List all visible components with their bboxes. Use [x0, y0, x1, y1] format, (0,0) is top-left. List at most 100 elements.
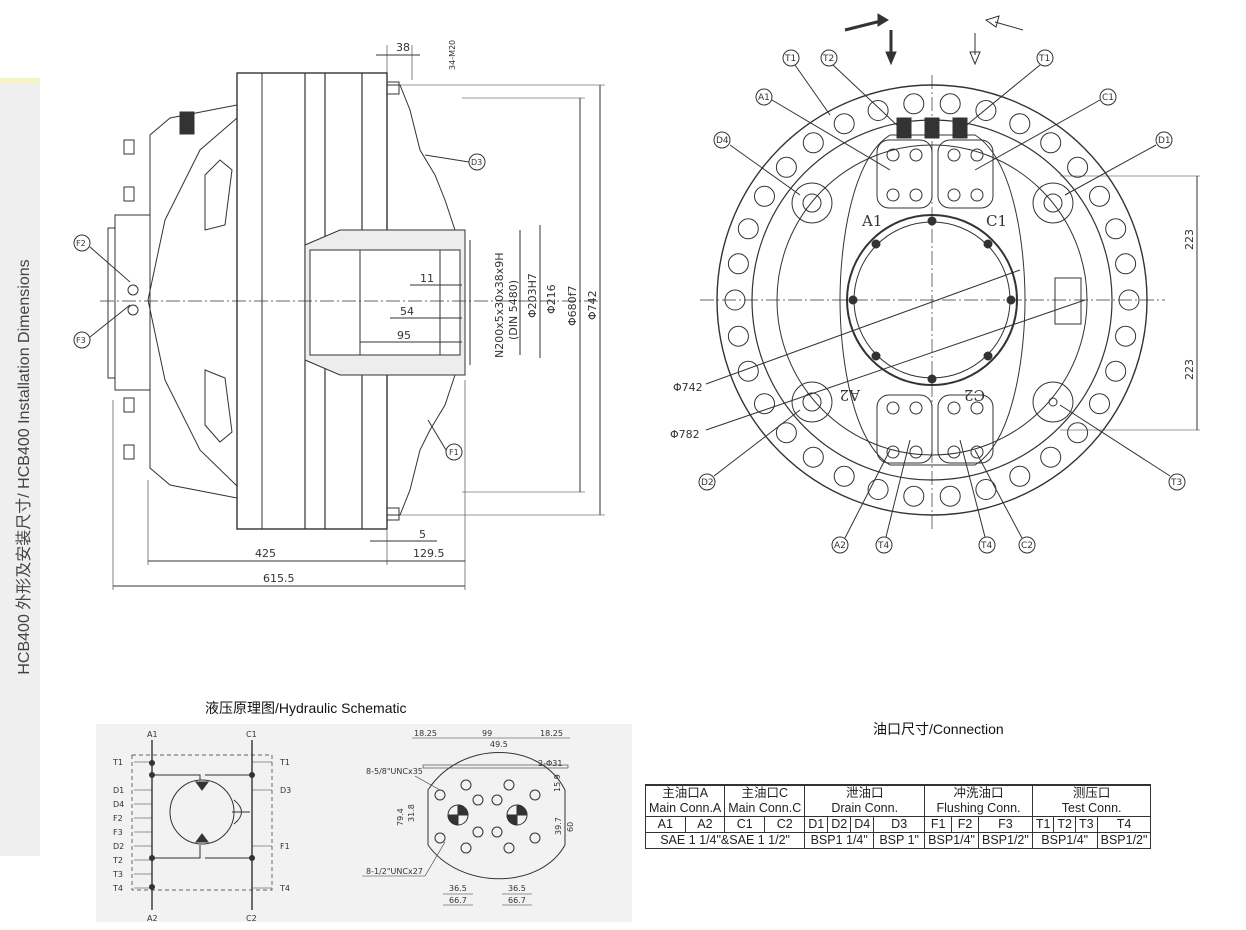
schem-left-port-label: D2 — [113, 842, 124, 851]
schem-c1-label: C1 — [246, 730, 257, 739]
value-main: SAE 1 1/4"&SAE 1 1/2" — [644, 832, 806, 849]
inner-bolt-hole — [848, 295, 858, 305]
inner-bolt-hole — [983, 239, 993, 249]
mount-bolt-hole — [737, 218, 759, 240]
value-drain-b: BSP 1" — [873, 832, 926, 849]
flange-bolt-hole — [491, 794, 503, 806]
dim-din: (DIN 5480) — [507, 280, 520, 340]
value-test-b: BSP1/2" — [1096, 832, 1152, 849]
port-c2-label: C2 — [1021, 541, 1033, 551]
flange-bolt-hole — [460, 779, 472, 791]
schem-left-port-label: D1 — [113, 786, 124, 795]
face-label-a2: A2 — [840, 386, 861, 404]
port-header: T3 — [1075, 816, 1098, 833]
schem-left-port-label: T2 — [112, 856, 123, 865]
schem-right-port-label: T4 — [279, 884, 290, 893]
inner-bolt-hole — [871, 239, 881, 249]
port-header: D4 — [850, 816, 875, 833]
flange-bolt-hole — [491, 826, 503, 838]
dim-782-front: Φ782 — [670, 428, 700, 441]
mount-bolt-hole — [1067, 156, 1089, 178]
flange-bolt-hole — [503, 779, 515, 791]
mount-bolt-hole — [867, 479, 889, 500]
dim-54: 54 — [400, 305, 414, 318]
fl-dim-18-25b: 18.25 — [540, 729, 563, 738]
schem-left-port-label: F2 — [113, 814, 123, 823]
schem-left-port-label: F3 — [113, 828, 123, 837]
port-a1-label: A1 — [758, 93, 770, 103]
mount-bolt-hole — [724, 289, 746, 311]
mount-bolt-hole — [975, 100, 997, 121]
fl-dim-15-9: 15.9 — [553, 774, 562, 792]
dim-223-top: 223 — [1183, 229, 1196, 250]
port-d4-label: D4 — [716, 136, 729, 146]
schem-right-port-label: F1 — [280, 842, 290, 851]
schem-left-port-label: T3 — [112, 870, 123, 879]
fl-dim-99: 99 — [482, 729, 492, 738]
mount-bolt-hole — [939, 485, 961, 507]
mount-bolt-hole — [1105, 360, 1127, 382]
face-label-a1: A1 — [861, 212, 882, 230]
port-f1-label: F1 — [449, 448, 459, 457]
port-header: C2 — [764, 816, 806, 833]
port-d2-label: D2 — [701, 478, 714, 488]
dim-615-5: 615.5 — [263, 572, 295, 585]
side-title-bar — [0, 78, 40, 856]
port-header: F1 — [924, 816, 953, 833]
value-row: SAE 1 1/4"&SAE 1 1/2" BSP1 1/4" BSP 1" B… — [644, 832, 1152, 849]
fl-dim-31-8: 31.8 — [407, 804, 416, 822]
dim-5: 5 — [419, 528, 426, 541]
schem-a2-label: A2 — [147, 914, 158, 923]
mount-bolt-hole — [833, 465, 855, 487]
mount-bolt-hole — [754, 185, 775, 207]
group-cn: 主油口A — [644, 784, 726, 801]
group-cn: 冲洗油口 — [924, 784, 1033, 801]
dim-680: Φ680f7 — [566, 285, 579, 326]
port-header: T1 — [1031, 816, 1055, 833]
dim-203: Φ203H7 — [526, 273, 539, 318]
mount-bolt-hole — [1089, 185, 1110, 207]
fl-holes-bottom: 8-1/2"UNCx27 — [366, 867, 423, 876]
port-a2-label: A2 — [834, 541, 846, 551]
connection-title: 油口尺寸/Connection — [873, 721, 1004, 737]
schem-left-port-label: T4 — [112, 884, 123, 893]
dim-742: Φ742 — [586, 290, 599, 320]
connection-table: 主油口A 主油口C 泄油口 冲洗油口 测压口 Main Conn.A Main … — [644, 784, 1152, 849]
dim-425: 425 — [255, 547, 276, 560]
port-f3-label: F3 — [76, 336, 86, 345]
flange-bolt-hole — [472, 794, 484, 806]
dim-95: 95 — [397, 329, 411, 342]
mount-bolt-hole — [1115, 325, 1137, 347]
fl-dim-66-7b: 66.7 — [508, 896, 526, 905]
mount-bolt-hole — [1115, 253, 1137, 275]
mount-bolt-hole — [1067, 422, 1089, 444]
flange-bolt-hole — [434, 789, 446, 801]
inner-bolt-hole — [1006, 295, 1016, 305]
port-d3-label: D3 — [471, 158, 482, 167]
port-header: T4 — [1096, 816, 1152, 833]
port-t4-left-label: T4 — [877, 541, 889, 551]
flange-bolt-hole — [434, 832, 446, 844]
group-en: Test Conn. — [1031, 801, 1152, 817]
dim-34m20: 34-M20 — [448, 40, 457, 70]
fl-dim-18-25a: 18.25 — [414, 729, 437, 738]
mount-bolt-hole — [737, 360, 759, 382]
schematic-title: 液压原理图/Hydraulic Schematic — [205, 700, 407, 716]
port-header: F2 — [951, 816, 979, 833]
port-t2-label: T2 — [822, 54, 834, 64]
fl-holes-top: 8-5/8"UNCx35 — [366, 767, 423, 776]
port-header: A1 — [645, 816, 686, 833]
dim-742-front: Φ742 — [673, 381, 703, 394]
schem-c2-label: C2 — [246, 914, 257, 923]
dim-spline: N200x5x30x38x9H — [493, 252, 506, 358]
schem-left-port-label: T1 — [112, 758, 123, 767]
flange-bolt-hole — [460, 842, 472, 854]
face-label-c1: C1 — [986, 212, 1007, 230]
fl-dim-49-5: 49.5 — [490, 740, 508, 749]
flange-bolt-hole — [472, 826, 484, 838]
dim-11: 11 — [420, 272, 434, 285]
dim-38: 38 — [396, 41, 410, 54]
